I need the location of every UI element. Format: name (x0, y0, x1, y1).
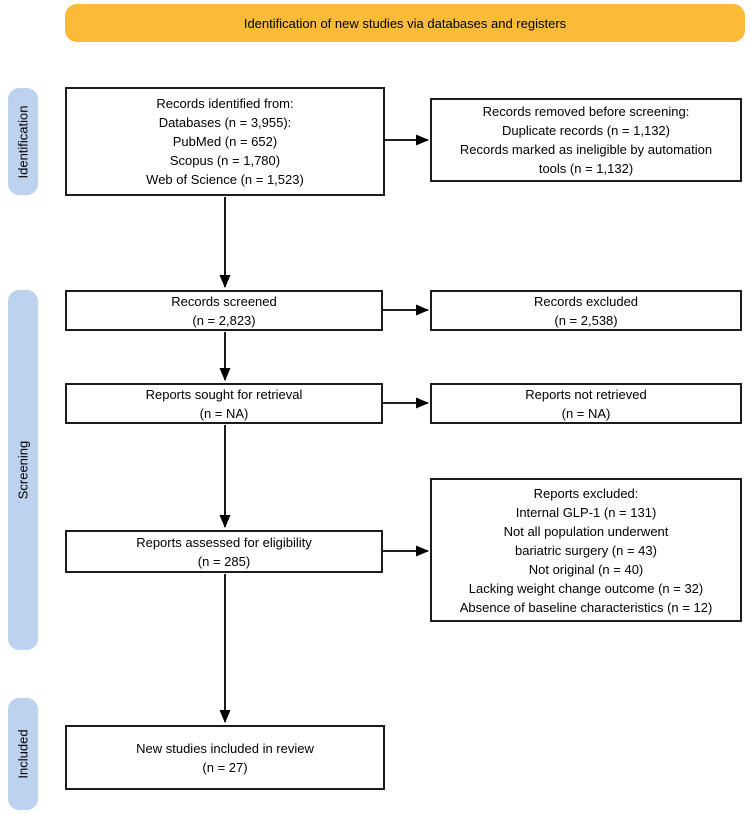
box-records-removed: Records removed before screening: Duplic… (430, 98, 742, 182)
stage-label-included: Included (15, 729, 31, 779)
box-reports-excluded: Reports excluded: Internal GLP-1 (n = 13… (430, 478, 742, 622)
box-reports-assessed: Reports assessed for eligibility (n = 28… (65, 530, 383, 573)
box-records-screened: Records screened (n = 2,823) (65, 290, 383, 331)
banner-title: Identification of new studies via databa… (65, 4, 745, 42)
box-new-studies-included: New studies included in review (n = 27) (65, 725, 385, 790)
stage-pill-included: Included (8, 698, 38, 810)
box-records-excluded: Records excluded (n = 2,538) (430, 290, 742, 331)
stage-label-screening: Screening (15, 440, 31, 500)
stage-pill-identification: Identification (8, 88, 38, 195)
box-records-identified: Records identified from: Databases (n = … (65, 87, 385, 196)
box-reports-sought: Reports sought for retrieval (n = NA) (65, 383, 383, 424)
stage-pill-screening: Screening (8, 290, 38, 650)
stage-label-identification: Identification (15, 105, 31, 178)
box-reports-not-retrieved: Reports not retrieved (n = NA) (430, 383, 742, 424)
